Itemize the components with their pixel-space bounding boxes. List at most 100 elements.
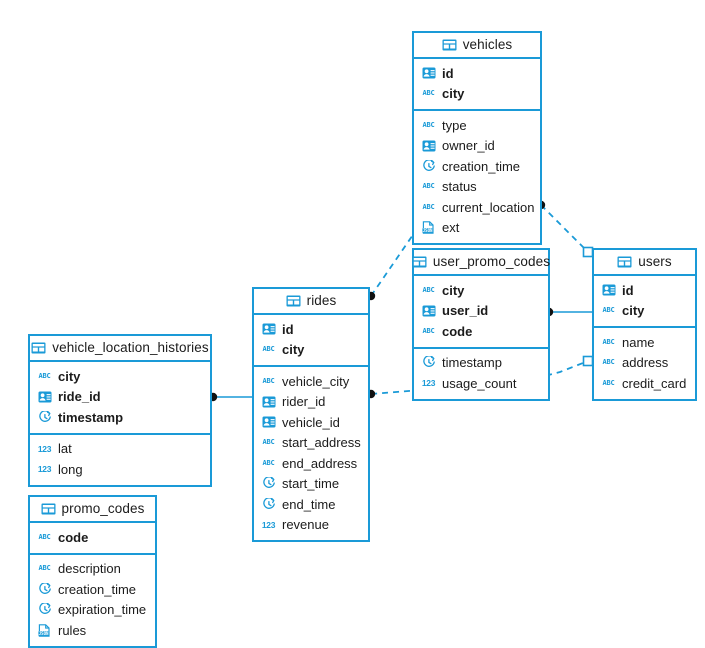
- table-icon: [442, 38, 457, 52]
- abc-string-icon: ABC: [262, 345, 275, 354]
- column-field-timestamp[interactable]: timestamp: [414, 353, 548, 374]
- abc-string-icon: ABC: [262, 438, 275, 447]
- primary-key-field-id[interactable]: id: [414, 63, 540, 84]
- id-card-uuid-icon: [421, 139, 436, 153]
- id-card-uuid-icon: [601, 283, 616, 297]
- column-field-start_address[interactable]: ABC start_address: [254, 433, 368, 454]
- column-field-start_time[interactable]: start_time: [254, 474, 368, 495]
- table-title: promo_codes: [61, 501, 145, 516]
- table-title: users: [638, 254, 672, 269]
- column-field-rider_id[interactable]: rider_id: [254, 392, 368, 413]
- table-title: rides: [306, 293, 337, 308]
- abc-string-icon: ABC: [422, 326, 435, 335]
- column-field-expiration_time[interactable]: expiration_time: [30, 600, 155, 621]
- table-header-vehicle_location_histories[interactable]: vehicle_location_histories: [30, 336, 210, 362]
- table-header-promo_codes[interactable]: promo_codes: [30, 497, 155, 523]
- abc-string-icon: ABC: [602, 358, 615, 367]
- abc-string-icon: ABC: [422, 120, 435, 129]
- primary-key-field-ride_id[interactable]: ride_id: [30, 387, 210, 408]
- table-header-rides[interactable]: rides: [254, 289, 368, 315]
- table-icon: [412, 255, 427, 269]
- field-label: end_time: [282, 496, 336, 512]
- column-field-creation_time[interactable]: creation_time: [30, 579, 155, 600]
- relationship-user-promo-codes-to-users[interactable]: [544, 307, 592, 317]
- field-label: status: [442, 179, 477, 195]
- column-field-end_time[interactable]: end_time: [254, 494, 368, 515]
- clock-timestamp-icon: [37, 603, 52, 617]
- field-label: long: [58, 461, 83, 477]
- column-field-credit_card[interactable]: ABC credit_card: [594, 373, 695, 394]
- id-card-uuid-icon: [421, 304, 436, 318]
- field-label: credit_card: [622, 375, 687, 391]
- abc-string-icon: ABC: [422, 89, 435, 98]
- table-icon: [617, 255, 632, 269]
- clock-timestamp-icon: [261, 477, 276, 491]
- id-card-uuid-icon: [261, 322, 276, 336]
- abc-string-icon: ABC: [422, 285, 435, 294]
- table-header-users[interactable]: users: [594, 250, 695, 276]
- column-field-owner_id[interactable]: owner_id: [414, 136, 540, 157]
- field-label: start_address: [282, 435, 361, 451]
- clock-timestamp-icon: [421, 159, 436, 173]
- column-field-vehicle_id[interactable]: vehicle_id: [254, 412, 368, 433]
- table-header-vehicles[interactable]: vehicles: [414, 33, 540, 59]
- id-card-uuid-icon: [261, 415, 276, 429]
- clock-timestamp-icon: [37, 410, 52, 424]
- table-header-user_promo_codes[interactable]: user_promo_codes: [412, 250, 550, 276]
- abc-string-icon: ABC: [38, 532, 51, 541]
- field-label: vehicle_id: [282, 414, 340, 430]
- field-label: owner_id: [442, 138, 495, 154]
- column-field-address[interactable]: ABC address: [594, 353, 695, 374]
- abc-string-icon: ABC: [38, 564, 51, 573]
- field-label: city: [58, 368, 81, 384]
- field-label: address: [622, 355, 669, 371]
- primary-key-field-user_id[interactable]: user_id: [414, 301, 548, 322]
- primary-key-field-id[interactable]: id: [254, 319, 368, 340]
- field-label: rules: [58, 622, 87, 638]
- primary-key-field-id[interactable]: id: [594, 280, 695, 301]
- abc-string-icon: ABC: [602, 337, 615, 346]
- svg-text:JSON: JSON: [423, 228, 433, 233]
- primary-key-field-timestamp[interactable]: timestamp: [30, 407, 210, 428]
- column-field-creation_time[interactable]: creation_time: [414, 156, 540, 177]
- table-icon: [31, 341, 46, 355]
- field-label: revenue: [282, 517, 329, 533]
- abc-string-icon: ABC: [422, 202, 435, 211]
- relationship-vehicle-location-histories-to-rides[interactable]: [208, 392, 252, 402]
- abc-string-icon: ABC: [602, 378, 615, 387]
